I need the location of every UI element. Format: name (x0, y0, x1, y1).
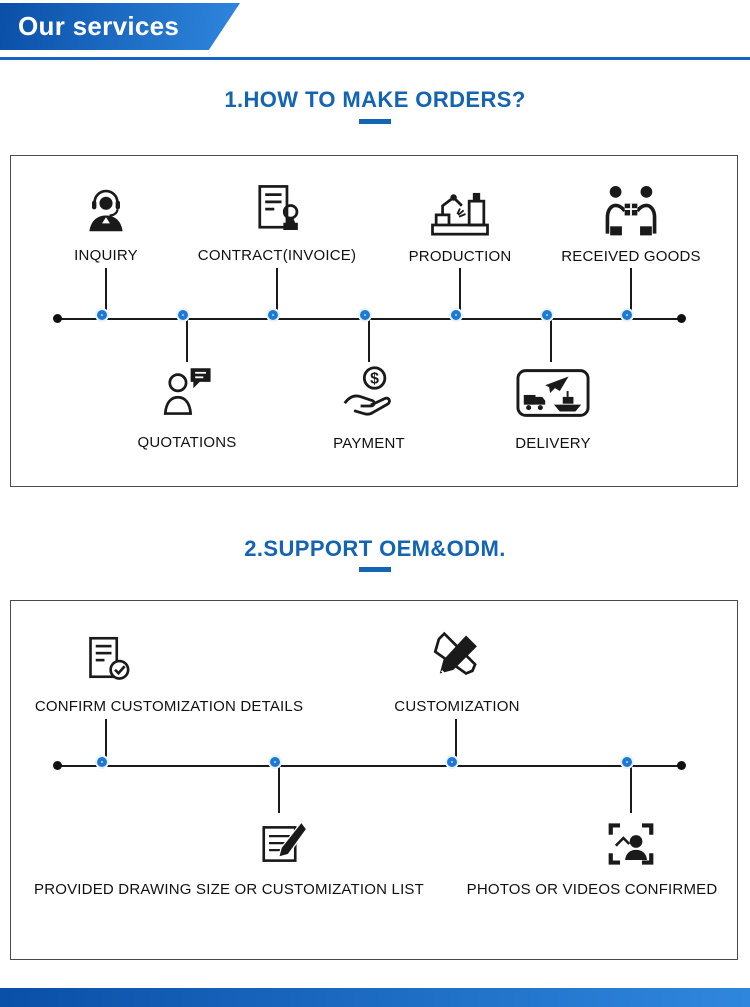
section-title-orders: 1.HOW TO MAKE ORDERS? (224, 87, 526, 112)
timeline-node (178, 310, 188, 320)
step-label-production: PRODUCTION (408, 248, 512, 265)
machine-icon (427, 188, 493, 240)
timeline-end-dot (677, 314, 686, 323)
title-underline (359, 119, 391, 124)
connector-line (550, 319, 552, 362)
banner: Our services (0, 3, 240, 50)
connector-line (278, 766, 280, 813)
order-flow-box: INQUIRY CONTRACT(INVOICE) PRODUCTION REC… (10, 155, 738, 487)
step-label-received-goods: RECEIVED GOODS (561, 248, 701, 265)
step-label-photos-confirmed: PHOTOS OR VIDEOS CONFIRMED (466, 881, 718, 898)
step-label-payment: PAYMENT (333, 435, 405, 452)
step-label-contract: CONTRACT(INVOICE) (197, 247, 357, 264)
customer-service-icon (78, 182, 134, 242)
step-label-customization: CUSTOMIZATION (394, 698, 520, 715)
connector-line (455, 719, 457, 766)
step-label-confirm-details: CONFIRM CUSTOMIZATION DETAILS (34, 698, 304, 715)
quotation-bubble-icon (158, 362, 216, 418)
step-label-quotations: QUOTATIONS (137, 434, 237, 451)
timeline-node (451, 310, 461, 320)
timeline-end-dot (53, 761, 62, 770)
step-label-provided-drawing: PROVIDED DRAWING SIZE OR CUSTOMIZATION L… (33, 881, 425, 898)
header-divider (0, 57, 750, 60)
connector-line (630, 766, 632, 813)
photo-person-icon (604, 817, 658, 871)
timeline-node (447, 757, 457, 767)
handover-goods-icon (602, 182, 660, 238)
connector-line (105, 268, 107, 319)
footer-bar (0, 988, 750, 1007)
connector-line (105, 719, 107, 766)
step-label-delivery: DELIVERY (515, 435, 591, 452)
connector-line (368, 319, 370, 362)
timeline (55, 765, 685, 767)
timeline-node (622, 310, 632, 320)
pen-tools-icon (428, 629, 486, 689)
timeline-node (270, 757, 280, 767)
section-title-oem-odm: 2.SUPPORT OEM&ODM. (244, 536, 506, 561)
timeline-node (268, 310, 278, 320)
timeline-node (97, 757, 107, 767)
timeline-node (360, 310, 370, 320)
drawing-list-icon (255, 817, 311, 871)
step-label-inquiry: INQUIRY (74, 247, 138, 264)
svg-text:$: $ (370, 371, 379, 388)
title-underline (359, 567, 391, 572)
timeline-node (542, 310, 552, 320)
timeline (55, 318, 685, 320)
oem-flow-box: CONFIRM CUSTOMIZATION DETAILS CUSTOMIZAT… (10, 600, 738, 960)
timeline-end-dot (677, 761, 686, 770)
contract-stamp-icon (248, 180, 306, 240)
connector-line (276, 268, 278, 319)
timeline-node (622, 757, 632, 767)
document-check-icon (80, 633, 136, 689)
connector-line (630, 268, 632, 319)
timeline-node (97, 310, 107, 320)
page-title: Our services (18, 11, 180, 41)
hand-money-icon: $ (339, 364, 399, 420)
timeline-end-dot (53, 314, 62, 323)
logistics-transport-icon (516, 368, 590, 418)
connector-line (186, 319, 188, 362)
connector-line (459, 268, 461, 319)
